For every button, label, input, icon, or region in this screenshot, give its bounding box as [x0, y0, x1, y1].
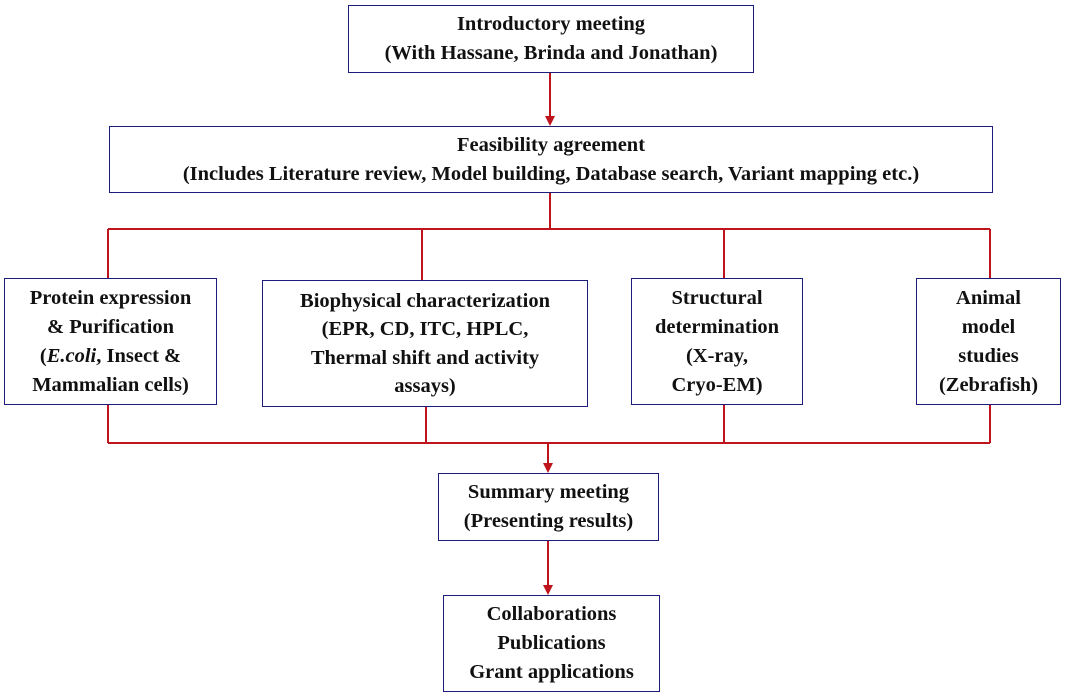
- animal-line-3: studies: [958, 344, 1019, 367]
- biophysical-line-1: Biophysical characterization: [300, 289, 550, 312]
- introductory-meeting-box: Introductory meeting (With Hassane, Brin…: [348, 5, 754, 73]
- feasibility-details: (Includes Literature review, Model build…: [182, 162, 920, 185]
- animal-model-studies-box: Animal model studies (Zebrafish): [916, 278, 1061, 405]
- summary-subtitle: (Presenting results): [463, 510, 634, 532]
- animal-line-4: (Zebrafish): [938, 373, 1039, 396]
- biophysical-line-2: (EPR, CD, ITC, HPLC,: [321, 318, 529, 340]
- structural-determination-box: Structural determination (X-ray, Cryo-EM…: [631, 278, 803, 405]
- biophysical-line-4: assays): [394, 375, 456, 397]
- animal-line-1: Animal: [956, 286, 1021, 309]
- outcome-publications: Publications: [497, 632, 606, 654]
- protein-line-1: Protein expression: [29, 286, 192, 309]
- biophysical-characterization-box: Biophysical characterization (EPR, CD, I…: [262, 280, 588, 407]
- structural-line-3: (X-ray,: [685, 344, 749, 367]
- protein-line-3: (E.coli, Insect &: [40, 342, 181, 371]
- structural-line-4: Cryo-EM): [671, 373, 763, 396]
- structural-line-1: Structural: [671, 286, 763, 309]
- intro-title: Introductory meeting: [456, 13, 646, 35]
- outcome-grant-applications: Grant applications: [469, 661, 634, 683]
- outcome-collaborations: Collaborations: [486, 603, 617, 625]
- feasibility-agreement-box: Feasibility agreement (Includes Literatu…: [109, 126, 993, 193]
- protein-expression-box: Protein expression & Purification (E.col…: [4, 278, 217, 405]
- structural-line-2: determination: [654, 315, 780, 338]
- protein-line-3-rest: , Insect &: [96, 344, 182, 367]
- protein-line-2: & Purification: [47, 315, 174, 338]
- summary-meeting-box: Summary meeting (Presenting results): [438, 473, 659, 541]
- outcomes-box: Collaborations Publications Grant applic…: [443, 595, 660, 692]
- biophysical-line-3: Thermal shift and activity: [310, 346, 540, 369]
- protein-ecoli-italic: E.coli: [46, 344, 97, 367]
- summary-title: Summary meeting: [467, 481, 630, 503]
- feasibility-title: Feasibility agreement: [456, 133, 646, 156]
- intro-participants: (With Hassane, Brinda and Jonathan): [384, 42, 718, 64]
- protein-line-4: Mammalian cells): [32, 373, 189, 396]
- animal-line-2: model: [961, 315, 1016, 338]
- protein-paren-open: (: [39, 344, 47, 367]
